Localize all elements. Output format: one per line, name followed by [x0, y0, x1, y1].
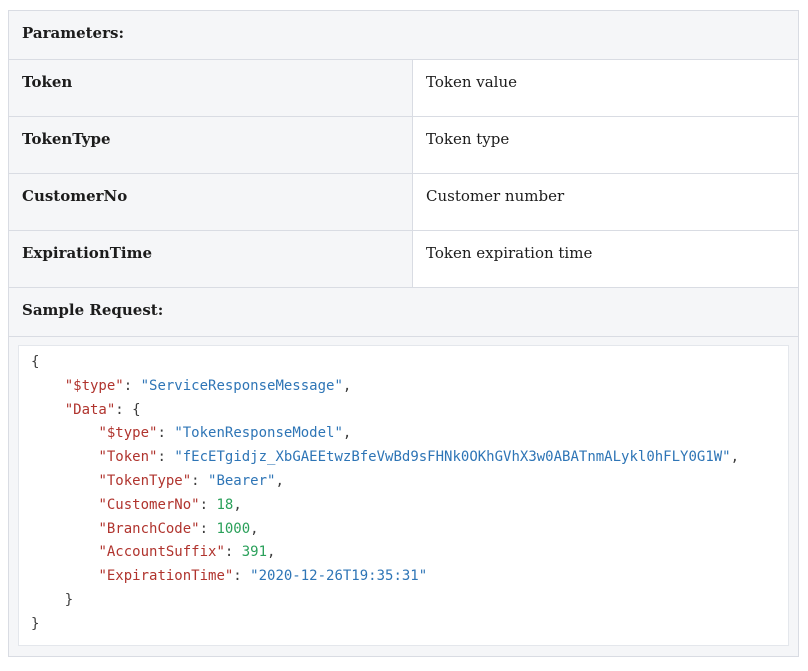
code-line: { [31, 351, 776, 375]
param-row: CustomerNoCustomer number [9, 174, 799, 231]
code-block: { "$type": "ServiceResponseMessage", "Da… [18, 345, 789, 646]
code-cell: { "$type": "ServiceResponseMessage", "Da… [9, 337, 799, 657]
sample-request-code-row: { "$type": "ServiceResponseMessage", "Da… [9, 337, 799, 657]
parameters-header-row: Parameters: [9, 11, 799, 60]
code-line: "Token": "fEcETgidjz_XbGAEEtwzBfeVwBd9sF… [31, 446, 776, 470]
parameters-table-body: Parameters: TokenToken valueTokenTypeTok… [9, 11, 799, 657]
param-description: Customer number [413, 174, 799, 231]
parameters-header-label: Parameters: [9, 11, 799, 60]
code-line: "CustomerNo": 18, [31, 494, 776, 518]
code-line: "Data": { [31, 399, 776, 423]
code-line: "BranchCode": 1000, [31, 518, 776, 542]
param-name: CustomerNo [9, 174, 413, 231]
param-name: TokenType [9, 117, 413, 174]
param-row: TokenTypeToken type [9, 117, 799, 174]
parameters-table: Parameters: TokenToken valueTokenTypeTok… [8, 10, 799, 657]
param-name: Token [9, 60, 413, 117]
code-line: "ExpirationTime": "2020-12-26T19:35:31" [31, 565, 776, 589]
param-row: ExpirationTimeToken expiration time [9, 231, 799, 288]
param-name: ExpirationTime [9, 231, 413, 288]
param-description: Token type [413, 117, 799, 174]
sample-request-header-row: Sample Request: [9, 288, 799, 337]
param-description: Token value [413, 60, 799, 117]
code-line: "TokenType": "Bearer", [31, 470, 776, 494]
code-line: } [31, 613, 776, 637]
code-line: "AccountSuffix": 391, [31, 541, 776, 565]
sample-request-label: Sample Request: [9, 288, 799, 337]
code-line: } [31, 589, 776, 613]
param-row: TokenToken value [9, 60, 799, 117]
code-line: "$type": "TokenResponseModel", [31, 422, 776, 446]
page: Parameters: TokenToken valueTokenTypeTok… [0, 0, 808, 657]
param-description: Token expiration time [413, 231, 799, 288]
code-line: "$type": "ServiceResponseMessage", [31, 375, 776, 399]
